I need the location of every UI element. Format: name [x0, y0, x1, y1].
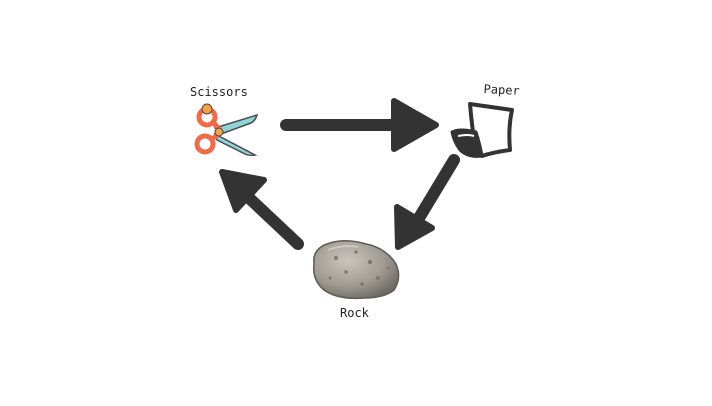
arrow-paper-to-rock — [394, 154, 460, 250]
arrow-scissors-to-paper — [280, 98, 439, 152]
rock-icon — [312, 240, 400, 300]
paper-label: Paper — [483, 82, 521, 98]
paper-icon — [450, 102, 514, 158]
scissors-label: Scissors — [190, 85, 248, 99]
arrow-rock-to-scissors — [219, 169, 304, 250]
rock-label: Rock — [340, 306, 369, 320]
scissors-icon — [194, 103, 259, 157]
